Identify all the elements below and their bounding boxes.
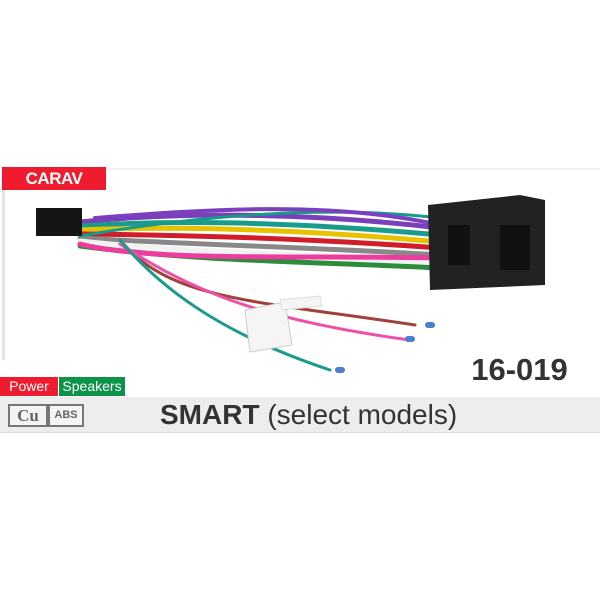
- model-note: (select models): [267, 399, 458, 430]
- product-title: SMART (select models): [160, 397, 457, 432]
- speakers-tag: Speakers: [59, 377, 125, 396]
- product-code: 16-019: [471, 352, 568, 387]
- title-bar: [0, 397, 600, 433]
- frame-line: [2, 188, 5, 360]
- frame-line: [106, 168, 600, 170]
- power-tag: Power: [0, 377, 58, 396]
- abs-material-icon: ABS: [48, 404, 84, 427]
- copper-material-icon: Cu: [8, 404, 48, 427]
- wire-harness-photo: [36, 195, 545, 373]
- model-name: SMART: [160, 399, 260, 430]
- brand-logo: CARAV: [2, 167, 106, 190]
